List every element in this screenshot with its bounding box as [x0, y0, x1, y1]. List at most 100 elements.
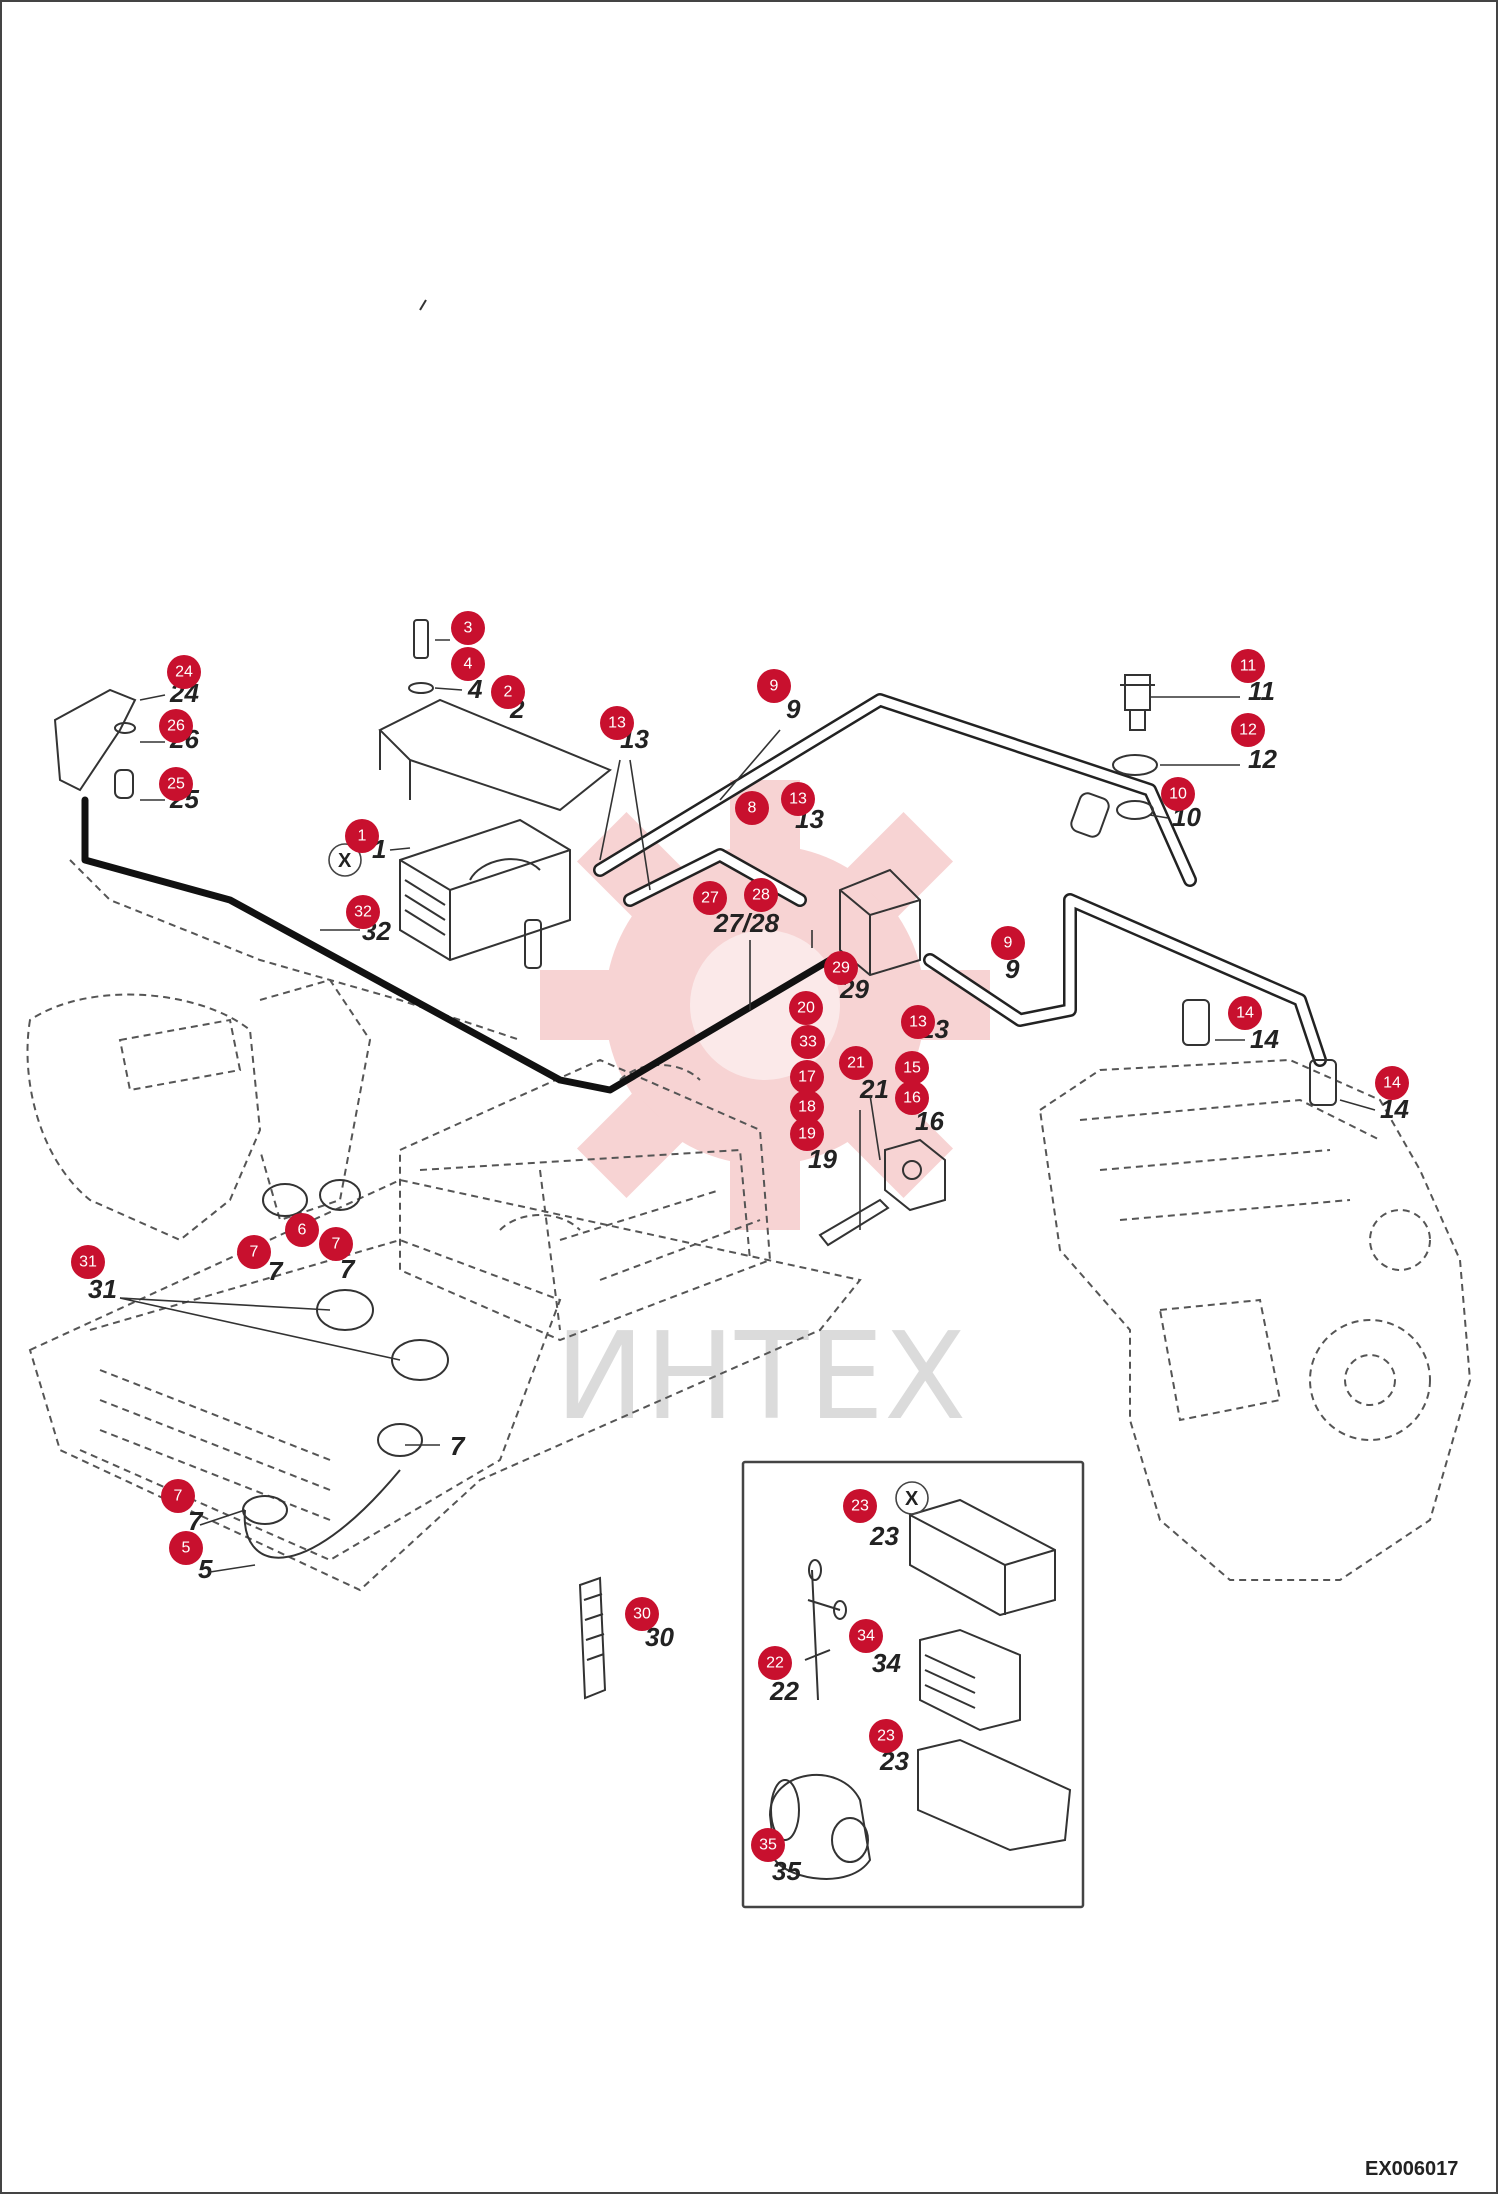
callout-3: 3 [451, 611, 485, 645]
lever-assembly [53, 688, 137, 799]
callout-21: 21 [839, 1046, 873, 1080]
callout-badge-label: 12 [1239, 722, 1257, 739]
valve-block [839, 868, 921, 977]
callout-17: 17 [790, 1060, 824, 1094]
label-9a: 9 [786, 694, 801, 724]
callout-badge-circle [1231, 713, 1265, 747]
callout-badge-label: 19 [798, 1126, 816, 1143]
callout-badge-label: 23 [851, 1498, 869, 1515]
figure-reference: EX006017 [1365, 2158, 1458, 2180]
part-30-strip [578, 1576, 607, 1700]
callout-28: 28 [744, 878, 778, 912]
callout-badge-circle [319, 1227, 353, 1261]
callout-34: 34 [849, 1619, 883, 1653]
callout-25: 25 [159, 767, 193, 801]
callout-badge-label: 33 [799, 1034, 817, 1051]
callout-badge-label: 14 [1383, 1075, 1401, 1092]
callout-badge-label: 13 [608, 715, 626, 732]
callout-35: 35 [751, 1828, 785, 1862]
callout-8: 8 [735, 791, 769, 825]
callout-badge-circle [781, 782, 815, 816]
callout-badge-label: 35 [759, 1837, 777, 1854]
callout-13b: 13 [781, 782, 815, 816]
callout-badge-circle [167, 655, 201, 689]
callout-badge-label: 24 [175, 664, 193, 681]
callout-badge-label: 22 [766, 1655, 784, 1672]
callout-badge-label: 18 [798, 1099, 816, 1116]
callout-badge-circle [789, 991, 823, 1025]
callout-badge-label: 6 [298, 1222, 307, 1239]
callout-badge-circle [849, 1619, 883, 1653]
callout-badge-circle [71, 1245, 105, 1279]
callout-badge-circle [1231, 649, 1265, 683]
callout-7b: 7 [319, 1227, 353, 1261]
callout-badge-circle [758, 1646, 792, 1680]
callout-badge-circle [869, 1719, 903, 1753]
callout-badge-label: 8 [748, 800, 757, 817]
callout-badge-label: 10 [1169, 786, 1187, 803]
callout-30: 30 [625, 1597, 659, 1631]
label-35: 35 [772, 1856, 801, 1886]
callout-badge-circle [451, 611, 485, 645]
label-2728: 27/28 [713, 908, 780, 938]
callout-badge-label: 30 [633, 1606, 651, 1623]
callout-badge-label: 9 [1004, 935, 1013, 952]
callout-badge-circle [790, 1090, 824, 1124]
callout-badge-label: 13 [789, 791, 807, 808]
label-5: 5 [198, 1554, 213, 1584]
label-7d: 7 [188, 1506, 204, 1536]
callout-badge-circle [843, 1489, 877, 1523]
callout-29: 29 [824, 951, 858, 985]
callout-16: 16 [895, 1081, 929, 1115]
callout-23b: 23 [869, 1719, 903, 1753]
label-7b: 7 [340, 1254, 356, 1284]
callout-14b: 14 [1375, 1066, 1409, 1100]
callout-4: 4 [451, 647, 485, 681]
callout-11: 11 [1231, 649, 1265, 683]
callout-14a: 14 [1228, 996, 1262, 1030]
label-21: 21 [859, 1074, 889, 1104]
callout-badge-circle [1161, 777, 1195, 811]
callout-badge-label: 20 [797, 1000, 815, 1017]
control-cable [81, 796, 834, 1094]
label-7a: 7 [268, 1256, 284, 1286]
callout-badge-label: 13 [909, 1014, 927, 1031]
callout-badge-circle [791, 1025, 825, 1059]
callout-badge-label: 1 [358, 828, 367, 845]
callout-7c: 7 [161, 1479, 195, 1513]
callout-19: 19 [790, 1117, 824, 1151]
label-34: 34 [872, 1648, 901, 1678]
callout-badge-label: 25 [167, 776, 185, 793]
callout-badge-label: 3 [464, 620, 473, 637]
callout-badge-label: 29 [832, 960, 850, 977]
callout-23a: 23 [843, 1489, 877, 1523]
callout-badge-label: 31 [79, 1254, 97, 1271]
printed-numbers: 1 2 4 9 13 13 27/28 29 9 13 11 12 10 14 … [88, 674, 1409, 1886]
callout-badge-circle [901, 1005, 935, 1039]
callout-badge-circle [693, 881, 727, 915]
label-23a: 23 [869, 1521, 899, 1551]
callout-7a: 7 [237, 1235, 271, 1269]
callout-badge-circle [237, 1235, 271, 1269]
callout-26: 26 [159, 709, 193, 743]
callout-badge-label: 28 [752, 887, 770, 904]
callout-badge-circle [895, 1051, 929, 1085]
callout-badge-label: 26 [167, 718, 185, 735]
callout-badge-circle [346, 895, 380, 929]
label-4: 4 [467, 674, 483, 704]
callout-badge-circle [790, 1117, 824, 1151]
x-mark-inset: X [905, 1488, 919, 1510]
label-7c: 7 [450, 1431, 466, 1461]
callout-badge-circle [345, 819, 379, 853]
callout-badge-circle [735, 791, 769, 825]
callout-badge-label: 16 [903, 1090, 921, 1107]
callout-badge-label: 7 [332, 1236, 341, 1253]
label-12: 12 [1248, 744, 1277, 774]
fittings [1112, 674, 1337, 1106]
callout-badge-circle [159, 709, 193, 743]
inset-frame [741, 1460, 1085, 1909]
callout-badge-circle [1375, 1066, 1409, 1100]
callout-9a: 9 [757, 669, 791, 703]
